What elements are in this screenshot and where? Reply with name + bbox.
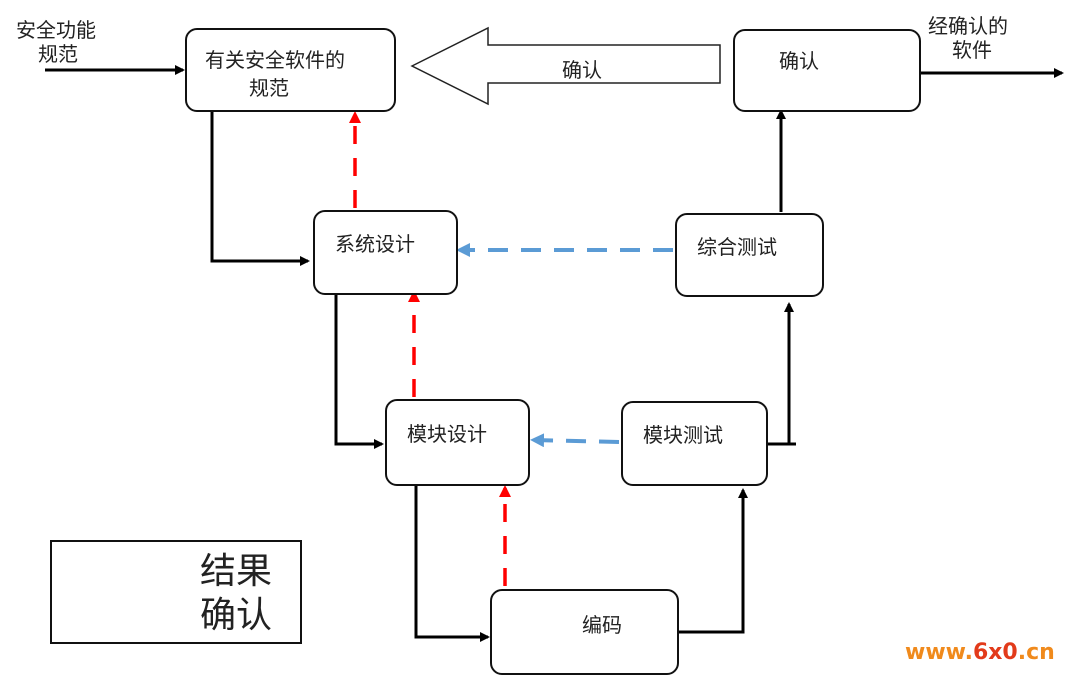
- result-line1: 结果: [200, 551, 273, 592]
- coding-box: 编码: [490, 589, 679, 675]
- flow-spec-to-system: [210, 112, 310, 266]
- output-label-line1: 经确认的: [928, 14, 1008, 38]
- input-label-line2: 规范: [38, 42, 78, 66]
- output-label-line2: 软件: [952, 38, 992, 62]
- system-design-box: 系统设计: [313, 210, 458, 295]
- watermark-prefix: www.: [905, 640, 973, 665]
- big-arrow-label: 确认: [562, 58, 602, 82]
- flow-module-to-coding: [414, 486, 490, 642]
- input-label-line1: 安全功能: [16, 18, 96, 42]
- integration-test-label: 综合测试: [697, 235, 777, 259]
- coding-label: 编码: [582, 613, 622, 637]
- spec-box: 有关安全软件的 规范: [185, 28, 396, 112]
- result-confirmation-box: 结果 确认: [50, 540, 302, 644]
- validation-label: 确认: [779, 49, 819, 73]
- feedback-moduletest-to-module: [530, 433, 620, 448]
- module-design-label: 模块设计: [407, 422, 487, 446]
- watermark-mid: 6x0: [972, 640, 1018, 665]
- flow-moduletest-to-integration: [768, 302, 794, 446]
- spec-box-line1: 有关安全软件的: [205, 48, 345, 72]
- spec-box-line2: 规范: [249, 76, 289, 100]
- validation-box: 确认: [733, 29, 921, 112]
- big-validation-arrow: [410, 26, 721, 106]
- module-design-box: 模块设计: [385, 399, 530, 486]
- result-line2: 确认: [200, 595, 273, 636]
- result-confirmation-text: 结果 确认: [200, 550, 272, 638]
- module-test-label: 模块测试: [643, 423, 723, 447]
- flow-system-to-module: [334, 295, 384, 449]
- watermark: www.6x0.cn: [905, 640, 1055, 665]
- input-label: 安全功能 规范: [16, 18, 96, 66]
- output-label: 经确认的 软件: [928, 14, 1008, 62]
- module-test-box: 模块测试: [621, 401, 768, 486]
- system-design-label: 系统设计: [335, 232, 415, 256]
- flow-coding-to-moduletest: [679, 488, 748, 634]
- integration-test-box: 综合测试: [675, 213, 824, 297]
- watermark-suffix: .cn: [1017, 640, 1055, 665]
